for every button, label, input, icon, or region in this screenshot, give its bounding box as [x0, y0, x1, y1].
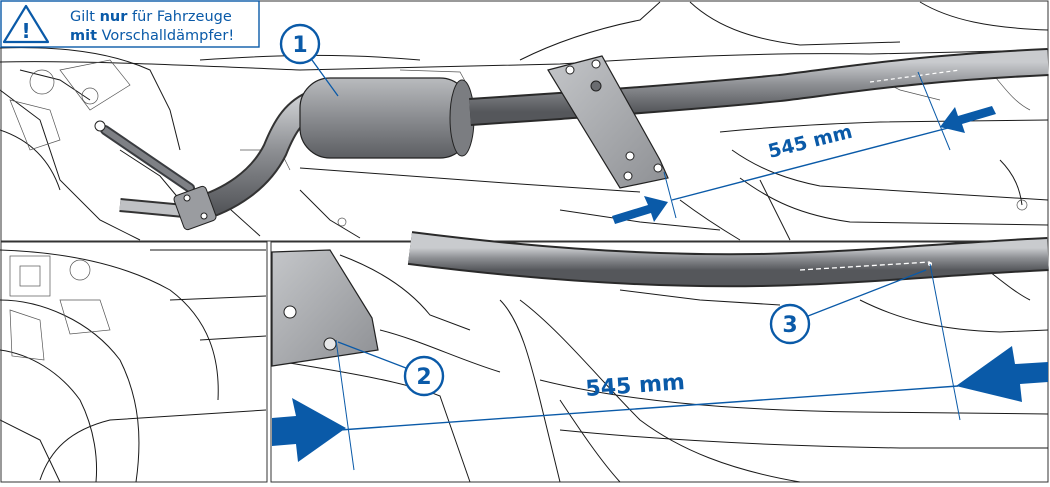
warning-line1-pre: Gilt [70, 9, 100, 25]
callout-2-number: 2 [416, 365, 431, 390]
callout-3-number: 3 [782, 313, 797, 338]
callout-1-number: 1 [292, 33, 307, 58]
warning-line-1: Gilt nur für Fahrzeuge [70, 9, 232, 25]
callout-2: 2 [337, 341, 445, 397]
front-pipe [119, 89, 328, 231]
warning-symbol: ! [21, 19, 30, 43]
pre-muffler [299, 77, 475, 159]
callout-1: 1 [279, 23, 339, 97]
warning-line-2: mit Vorschalldämpfer! [70, 28, 234, 44]
warning-line1-post: für Fahrzeuge [127, 9, 231, 25]
right-arrow-icon [940, 106, 996, 133]
callout-3: 3 [769, 269, 927, 345]
left-arrow-icon [612, 196, 668, 224]
detail-panel: 545 mm 2 3 [270, 231, 1049, 483]
warning-line2-post: Vorschalldämpfer! [97, 28, 234, 44]
wheel-detail [9, 255, 111, 361]
bottom-left-panel [0, 241, 268, 483]
underbody-linework [0, 1, 1049, 241]
mounting-bracket [547, 55, 669, 189]
detail-bracket [271, 249, 379, 367]
warning-triangle-icon: ! [2, 4, 50, 44]
hanger-rod [94, 120, 195, 193]
warning-line2-bold: mit [70, 28, 97, 44]
detail-left-arrow-icon [272, 398, 346, 462]
detail-right-arrow-icon [956, 346, 1048, 402]
wheel-linework [0, 249, 267, 483]
warning-line1-bold: nur [100, 9, 129, 25]
detail-pipe [407, 231, 1049, 421]
warning-box: ! Gilt nur für Fahrzeuge mit Vorschalldä… [0, 0, 260, 48]
top-panel: 545 mm 1 [0, 0, 1049, 242]
